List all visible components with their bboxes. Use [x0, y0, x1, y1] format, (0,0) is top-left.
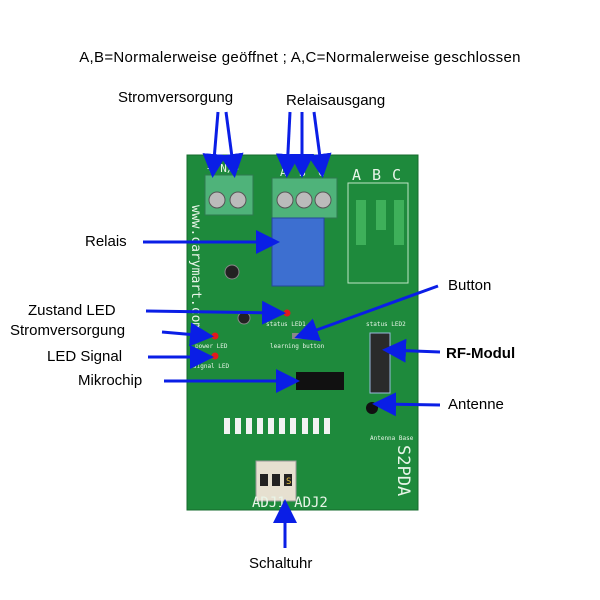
dip-key[interactable] [260, 474, 268, 486]
antenna-base-label: Antenna Base [370, 435, 414, 442]
label-status-led: Zustand LED [28, 302, 116, 319]
status-led1-label: status LED1 [266, 321, 306, 328]
abc-outline [347, 182, 409, 284]
capacitor [224, 264, 240, 280]
resistor-row [224, 418, 330, 434]
power-led [211, 332, 219, 340]
abc-b: B [372, 166, 381, 184]
arrow-antenna [372, 392, 441, 417]
status-led2-label: status LED2 [366, 321, 406, 328]
learning-button-label: learning button [270, 343, 325, 350]
rf-module [369, 332, 391, 394]
dip-key-label: S [286, 477, 291, 487]
website-text: www.carymart.com [188, 205, 203, 330]
dip-key[interactable] [284, 474, 292, 486]
annotation-arrows [143, 111, 441, 548]
dip-key[interactable] [272, 474, 280, 486]
relay-terminal [271, 177, 338, 219]
arrow-power-led [161, 322, 214, 347]
arrow-button [294, 284, 439, 342]
arrow-status-led [145, 300, 286, 325]
relay-component [271, 217, 325, 287]
power-terminal [204, 174, 254, 216]
model-text: S2PDA [393, 445, 413, 496]
abc-a: A [352, 166, 361, 184]
header-caption: A,B=Normalerweise geöffnet ; A,C=Normale… [79, 49, 521, 66]
signal-led-label: signal LED [193, 363, 230, 370]
adj-label: ADJ1 ADJ2 [252, 495, 328, 511]
arrow-power-minus [219, 111, 244, 178]
arrow-relay-a [275, 111, 300, 178]
label-microchip: Mikrochip [78, 372, 143, 389]
label-relay: Relais [85, 233, 127, 250]
pad-trace [394, 200, 404, 245]
label-timer: Schaltuhr [249, 555, 313, 572]
label-button: Button [448, 277, 492, 294]
power-led-label: power LED [195, 343, 228, 350]
signal-led [211, 352, 219, 360]
arrow-power-plus [202, 111, 227, 178]
pad-trace [356, 200, 366, 245]
label-rf-module: RF-Modul [446, 345, 516, 362]
microchip [296, 372, 344, 390]
arrow-relay-c [307, 111, 332, 178]
label-power-top: Stromversorgung [118, 89, 234, 106]
label-antenna: Antenne [448, 396, 504, 413]
label-led-signal: LED Signal [47, 348, 123, 365]
label-relay-output: Relaisausgang [286, 92, 386, 109]
status-led1 [283, 309, 291, 317]
pad-trace [376, 200, 386, 230]
abc-c: C [392, 166, 401, 184]
label-power-left: Stromversorgung [10, 322, 126, 339]
arrow-rf-module [382, 338, 441, 363]
antenna-coil [366, 402, 378, 414]
